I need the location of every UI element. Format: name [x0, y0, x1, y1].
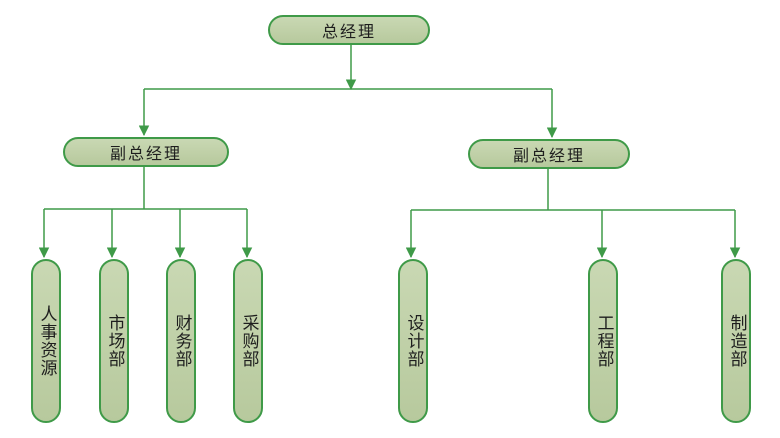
vp-left-node: 副总经理: [63, 137, 229, 167]
dept-manufacturing-label: 制造部: [726, 314, 747, 368]
dept-manufacturing-node: 制造部: [721, 259, 751, 423]
dept-finance-label: 财务部: [171, 314, 192, 368]
vp-left-label: 副总经理: [109, 144, 182, 163]
dept-engineering-label: 工程部: [593, 314, 614, 368]
dept-marketing-node: 市场部: [99, 259, 129, 423]
dept-finance-node: 财务部: [166, 259, 196, 423]
ceo-label: 总经理: [321, 22, 376, 41]
dept-marketing-label: 市场部: [104, 314, 125, 368]
dept-hr-label: 人事资源: [36, 305, 57, 377]
dept-hr-node: 人事资源: [31, 259, 61, 423]
dept-design-label: 设计部: [403, 314, 424, 368]
dept-engineering-node: 工程部: [588, 259, 618, 423]
vp-right-label: 副总经理: [512, 146, 585, 165]
ceo-node: 总经理: [268, 15, 430, 45]
dept-design-node: 设计部: [398, 259, 428, 423]
dept-procurement-label: 采购部: [238, 314, 259, 368]
dept-procurement-node: 采购部: [233, 259, 263, 423]
vp-right-node: 副总经理: [468, 139, 630, 169]
